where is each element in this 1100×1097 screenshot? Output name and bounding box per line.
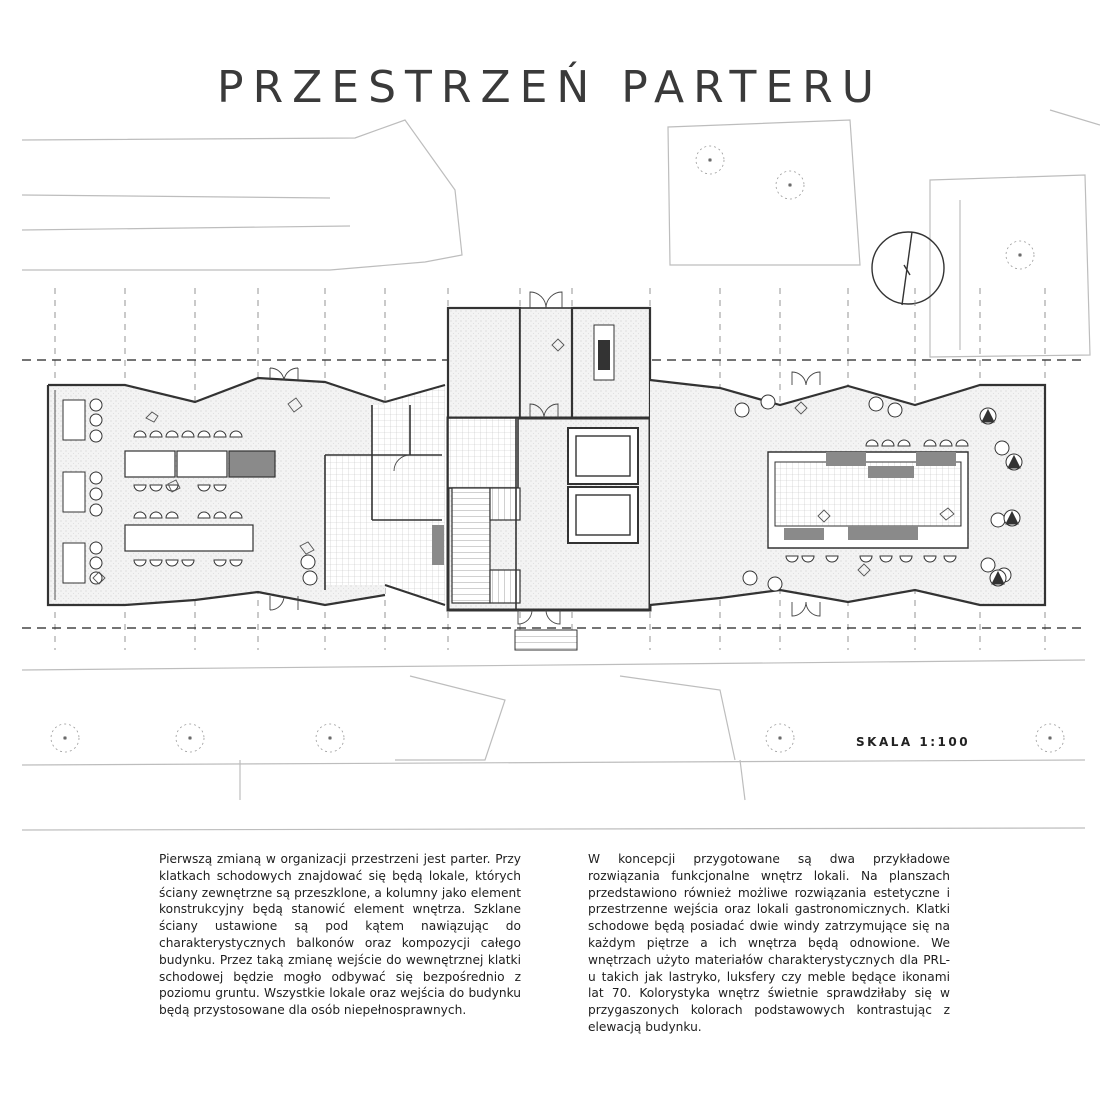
right-wing-chairs bbox=[734, 394, 1012, 592]
right-wing-floor bbox=[649, 378, 1047, 607]
left-wing-floor bbox=[46, 376, 386, 607]
site-context bbox=[21, 109, 1100, 831]
plan-title: PRZESTRZEŃ PARTERU bbox=[217, 62, 883, 113]
tree-markers bbox=[50, 145, 1065, 753]
right-wing-doors bbox=[791, 371, 821, 617]
left-wing-people bbox=[92, 397, 315, 585]
right-wing-people bbox=[551, 338, 955, 577]
right-wing-round-tables bbox=[979, 407, 1023, 587]
left-wing-doors bbox=[269, 367, 299, 611]
left-wing-chairs bbox=[89, 398, 318, 586]
description-left: Pierwszą zmianą w organizacji przestrzen… bbox=[159, 852, 521, 1018]
north-arrow-icon bbox=[871, 231, 945, 306]
scale-label: SKALA 1:100 bbox=[856, 735, 971, 749]
centre-core bbox=[324, 306, 723, 651]
description-right: W koncepcji przygotowane są dwa przykład… bbox=[588, 852, 950, 1034]
